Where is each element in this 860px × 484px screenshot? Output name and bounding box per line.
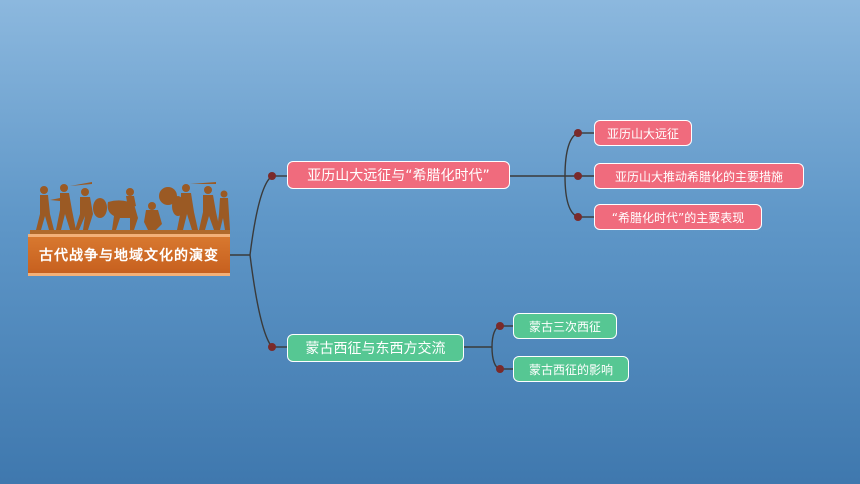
branch-node-label: 亚历山大远征与“希腊化时代” <box>307 168 490 184</box>
child-node-mongol-campaigns[interactable]: 蒙古三次西征 <box>513 313 617 339</box>
child-node-label: 亚历山大推动希腊化的主要措施 <box>614 169 783 184</box>
child-node-label: 蒙古西征的影响 <box>528 362 613 377</box>
child-joint-dot <box>496 365 504 373</box>
child-node-label: “希腊化时代”的主要表现 <box>611 210 745 225</box>
child-joint-dot <box>574 129 582 137</box>
branch-2-joint-dot <box>268 343 276 351</box>
root-topic-label: 古代战争与地域文化的演变 <box>39 248 219 264</box>
connector-to-branch-1 <box>249 175 273 256</box>
child-node-mongol-impact[interactable]: 蒙古西征的影响 <box>513 356 629 382</box>
child-node-label: 蒙古三次西征 <box>528 319 601 334</box>
child-node-alexander-expedition[interactable]: 亚历山大远征 <box>594 120 692 146</box>
child-node-hellenistic-features[interactable]: “希腊化时代”的主要表现 <box>594 204 762 230</box>
child-joint-dot <box>574 213 582 221</box>
branch-1-joint-dot <box>268 172 276 180</box>
child-joint-dot <box>496 322 504 330</box>
connector-to-child-1-1 <box>564 132 579 177</box>
connector-to-child-1-3 <box>564 175 579 218</box>
root-topic[interactable]: 古代战争与地域文化的演变 <box>28 234 230 276</box>
branch-node-label: 蒙古西征与东西方交流 <box>305 341 446 357</box>
child-node-hellenization-measures[interactable]: 亚历山大推动希腊化的主要措施 <box>594 163 804 189</box>
warrior-frieze-image <box>30 182 230 236</box>
child-node-label: 亚历山大远征 <box>606 126 679 141</box>
child-joint-dot <box>574 172 582 180</box>
connector-to-branch-2 <box>249 254 273 348</box>
branch-node-mongol[interactable]: 蒙古西征与东西方交流 <box>287 334 464 362</box>
branch-node-alexander[interactable]: 亚历山大远征与“希腊化时代” <box>287 161 510 189</box>
